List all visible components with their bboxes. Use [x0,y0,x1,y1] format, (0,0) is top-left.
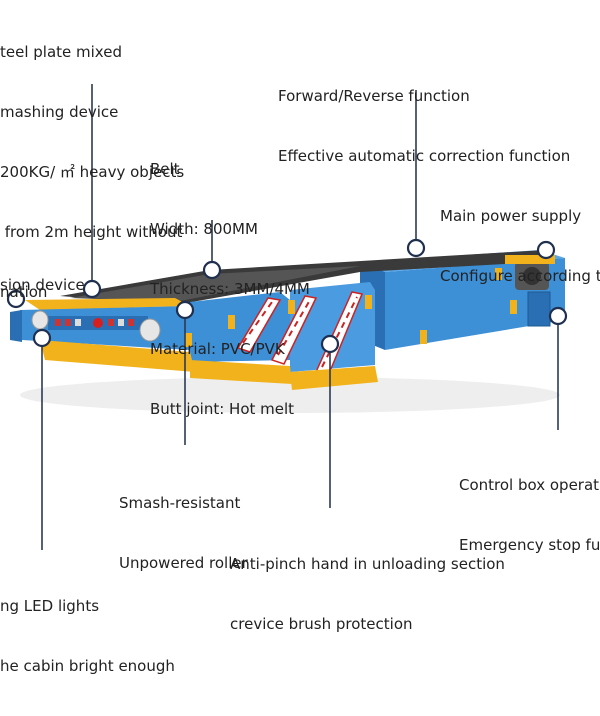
telescopic-conveyor-illustration [6,84,568,550]
steel-plate-line-5: nation [0,283,48,301]
roller-line-1: Smash-resistant [119,494,241,512]
callout-dot-anti-pinch [320,334,340,354]
callout-dot-main-power [536,240,556,260]
belt-line-5: Butt joint: Hot melt [150,400,295,418]
yellow-base-skid-2 [190,360,292,384]
main-power-line-1: Main power supply [440,207,582,225]
label-anti-pinch: Anti-pinch hand in unloading section cre… [230,514,505,674]
panel-buttons [55,318,134,328]
steel-plate-line-2: mashing device [0,103,119,121]
callout-dot-led [32,328,52,348]
anti-pinch-line-2: crevice brush protection [230,615,413,633]
forward-reverse-line-1: Forward/Reverse function [278,87,470,105]
conveyor-diagram: teel plate mixed mashing device 200KG/ ㎡… [0,2,600,675]
callout-dot-steel-plate [82,279,102,299]
main-power-line-2: Configure according t [440,267,600,285]
label-forward-reverse: Forward/Reverse function Effective autom… [278,46,570,206]
control-box-line-1: Control box operat [459,476,600,494]
callout-dot-tension [6,289,26,309]
yellow-tab-markers [185,268,517,347]
led-lamp-right [139,318,161,342]
tension-line-1: sion device [0,276,85,294]
section-front-face [10,310,22,342]
anti-pinch-line-1: Anti-pinch hand in unloading section [230,555,505,573]
callout-dot-control-box [548,306,568,326]
belt-line-1: Belt [150,160,180,178]
steel-plate-line-3: 200KG/ ㎡ heavy objects [0,163,185,181]
control-box-line-2: Emergency stop fu [459,536,600,554]
ground-shadow [20,377,560,413]
label-control-box: Control box operat Emergency stop fu [459,435,600,595]
label-steel-plate: teel plate mixed mashing device 200KG/ ㎡… [0,2,184,342]
label-tension: sion device [0,235,85,335]
steel-plate-line-4: from 2m height without [0,223,183,241]
belt-line-3: Thickness: 3MM/4MM [150,280,310,298]
label-roller: Smash-resistant Unpowered roller [119,453,248,613]
led-line-2: he cabin bright enough [0,657,175,675]
forward-reverse-line-2: Effective automatic correction function [278,147,571,165]
motor-cap [523,267,541,285]
led-lamp-left [31,310,49,330]
roller-line-2: Unpowered roller [119,554,248,572]
led-line-1: ng LED lights [0,597,100,615]
rear-yellow-cap [505,255,555,264]
callout-dot-roller [175,300,195,320]
anti-pinch-guards [236,291,364,377]
yellow-base-skid-1 [40,340,195,372]
steel-plate-line-1: teel plate mixed [0,43,122,61]
callout-dot-belt [202,260,222,280]
belt-line-4: Material: PVC/PVK [150,340,285,358]
yellow-base-skid-3 [290,366,378,390]
label-led: ng LED lights he cabin bright enough [0,556,175,716]
callout-dots [6,238,568,354]
belt-line-2: Width: 800MM [150,220,258,238]
control-box [527,291,551,327]
label-belt: Belt Width: 800MM Thickness: 3MM/4MM Mat… [150,119,310,459]
callout-dot-forward-reverse [406,238,426,258]
label-main-power: Main power supply Configure according t [440,166,600,326]
belt-highlight [70,266,360,302]
